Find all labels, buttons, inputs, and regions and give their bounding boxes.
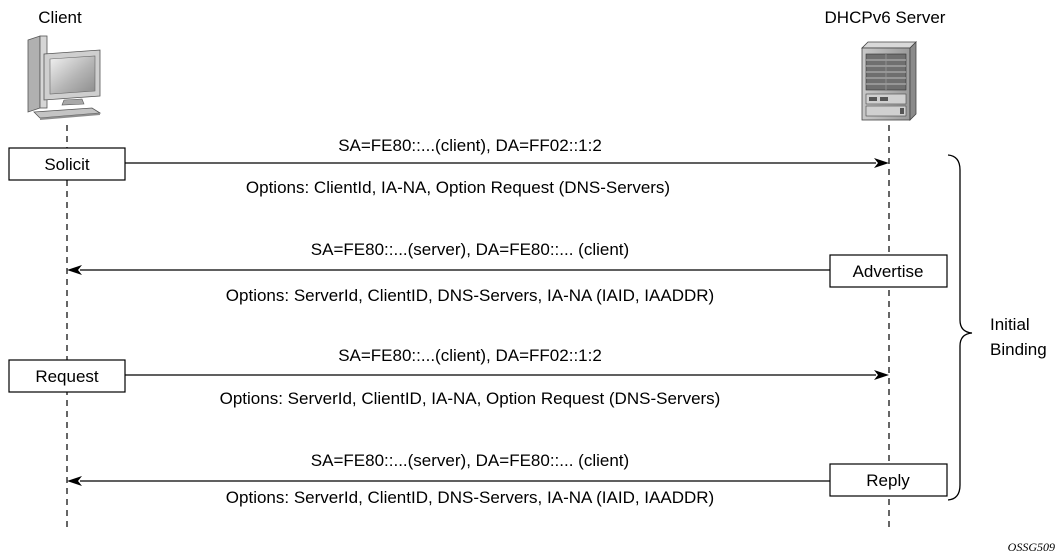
advertise-box xyxy=(829,254,948,288)
message-solicit: SA=FE80::...(client), DA=FF02::1:2 Solic… xyxy=(8,136,889,197)
solicit-arrowhead xyxy=(874,158,889,168)
brace-label-line2: Binding xyxy=(990,340,1047,359)
request-arrowhead xyxy=(874,370,889,380)
advertise-arrowhead xyxy=(67,265,82,275)
reply-box xyxy=(829,463,948,497)
server-chassis-icon xyxy=(861,41,917,121)
request-header: SA=FE80::...(client), DA=FF02::1:2 xyxy=(338,346,602,365)
reply-options: Options: ServerId, ClientID, DNS-Servers… xyxy=(226,488,714,507)
message-reply: SA=FE80::...(server), DA=FE80::... (clie… xyxy=(67,451,948,507)
reply-arrowhead xyxy=(67,476,82,486)
server-label: DHCPv6 Server xyxy=(825,8,946,27)
solicit-box xyxy=(8,147,126,181)
message-request: SA=FE80::...(client), DA=FF02::1:2 Reque… xyxy=(8,346,889,408)
advertise-options: Options: ServerId, ClientID, DNS-Servers… xyxy=(226,286,714,305)
figure-id: OSSG509 xyxy=(1008,540,1055,554)
message-advertise: SA=FE80::...(server), DA=FE80::... (clie… xyxy=(67,240,948,305)
solicit-label: Solicit xyxy=(44,155,90,174)
advertise-label: Advertise xyxy=(853,262,924,281)
desktop-computer-icon xyxy=(27,35,102,120)
initial-binding-brace xyxy=(947,154,973,501)
reply-header: SA=FE80::...(server), DA=FE80::... (clie… xyxy=(311,451,629,470)
solicit-options: Options: ClientId, IA-NA, Option Request… xyxy=(246,178,670,197)
client-label: Client xyxy=(38,8,82,27)
request-options: Options: ServerId, ClientID, IA-NA, Opti… xyxy=(220,389,721,408)
solicit-header: SA=FE80::...(client), DA=FF02::1:2 xyxy=(338,136,602,155)
brace-label-line1: Initial xyxy=(990,315,1030,334)
reply-label: Reply xyxy=(866,471,910,490)
request-box xyxy=(8,359,126,393)
request-label: Request xyxy=(35,367,99,386)
advertise-header: SA=FE80::...(server), DA=FE80::... (clie… xyxy=(311,240,629,259)
